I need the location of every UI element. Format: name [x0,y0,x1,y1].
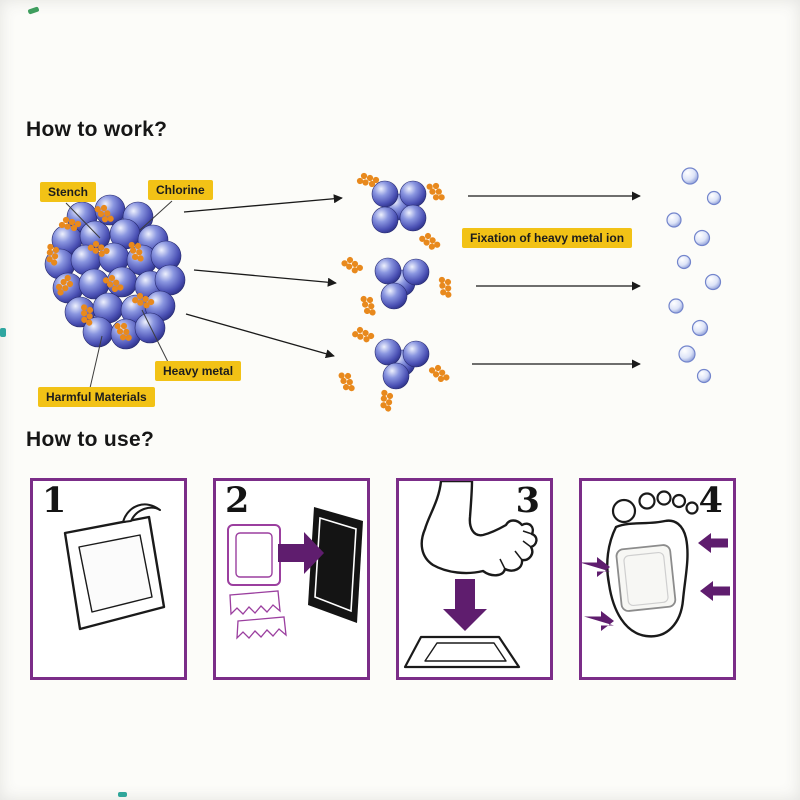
scan-artifact [118,792,127,797]
step-3-number: 3 [515,480,540,521]
peel-corner-icon [122,503,161,523]
label-chlorine: Chlorine [148,180,213,201]
step-panel-1: 1 [30,478,187,680]
pad-on-foot-illustration [582,490,730,638]
label-heavy-metal: Heavy metal [155,361,242,382]
step-on-pad-illustration [403,481,538,669]
pad-on-floor-icon [403,635,521,669]
flow-arrows-right [468,191,641,369]
dark-pad-icon [308,507,363,623]
label-harmful-materials: Harmful Materials [38,387,155,408]
label-leader-lines [65,200,173,389]
step-panel-3: 3 [396,478,553,680]
peel-pad-illustration [63,503,166,631]
flow-arrows-left [183,194,343,359]
apply-arrow-icon [278,532,324,574]
foot-stepping-icon [420,481,538,577]
press-down-arrow-icon [443,579,487,631]
clean-particles [666,167,722,384]
step-2-number: 2 [225,480,250,521]
step-panel-4: 4 [579,478,736,680]
pad-on-sole-icon [615,544,677,612]
label-fixation-heavy-metal-ion: Fixation of heavy metal ion [462,228,633,249]
apply-adhesive-illustration [227,507,363,640]
label-stench: Stench [40,182,97,203]
step-panel-2: 2 [213,478,370,680]
step-1-number: 1 [42,480,67,521]
how-to-work-title: How to work? [26,118,168,141]
step-4-number: 4 [698,480,723,521]
how-to-use-title: How to use? [26,428,155,451]
scan-artifact [0,328,6,337]
bound-toxin-groups [371,180,430,390]
toxin-absorption-diagram [43,167,722,413]
release-film-icon [227,524,287,640]
scan-artifact [27,6,40,15]
